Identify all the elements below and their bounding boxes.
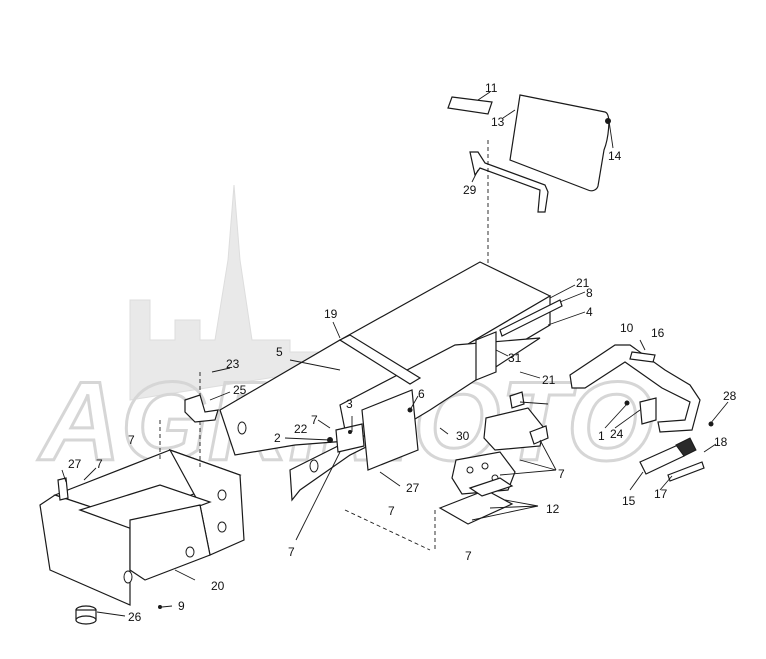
callout-7-d: 7 [558, 467, 565, 481]
callout-18: 18 [714, 435, 728, 449]
callout-28: 28 [723, 389, 737, 403]
mid-components [327, 391, 549, 525]
callout-21-bottom: 21 [542, 373, 556, 387]
callout-7-b: 7 [128, 433, 135, 447]
mount-bracket-24 [639, 397, 657, 425]
callout-4: 4 [586, 305, 593, 319]
rear-plate [509, 94, 610, 192]
callout-9: 9 [178, 599, 185, 613]
bumper-26 [75, 605, 97, 625]
chassis-inner-floor [78, 484, 212, 531]
frame-hole-1 [237, 421, 247, 435]
bulkhead-panel [361, 389, 419, 471]
watermark-skyline [129, 184, 321, 401]
callout-24: 24 [610, 427, 624, 441]
latch-box [509, 391, 525, 409]
callout-22: 22 [294, 422, 308, 436]
callout-27-left: 27 [68, 457, 82, 471]
cross-member-19 [338, 334, 422, 385]
chassis-hole-4 [185, 546, 195, 558]
callout-7-f: 7 [288, 545, 295, 559]
callout-15: 15 [622, 494, 636, 508]
callout-16: 16 [651, 326, 665, 340]
chassis-hole-1 [217, 489, 227, 501]
callout-21-top: 21 [576, 276, 590, 290]
callout-23: 23 [226, 357, 240, 371]
callout-10: 10 [620, 321, 634, 335]
callout-29: 29 [463, 183, 477, 197]
callout-26: 26 [128, 610, 142, 624]
callout-11: 11 [485, 81, 498, 95]
leader-lines [61, 91, 729, 617]
callout-27-right: 27 [406, 481, 420, 495]
housing-hole-1 [466, 466, 474, 474]
rear-bumper-assembly [569, 344, 714, 482]
housing-hole-2 [481, 462, 489, 470]
clip-7a [529, 425, 549, 445]
rail-8 [499, 299, 563, 337]
main-frame [219, 261, 563, 551]
frame-hole-2 [309, 459, 319, 473]
callout-25: 25 [233, 383, 247, 397]
fastener-3 [348, 430, 352, 434]
screw-9 [158, 605, 162, 609]
callout-14: 14 [608, 149, 622, 163]
callout-13: 13 [491, 115, 505, 129]
callout-2: 2 [274, 431, 281, 445]
part-27-bracket [57, 477, 69, 501]
chassis-hole-3 [123, 570, 133, 584]
callout-3: 3 [346, 397, 353, 411]
callout-7-e: 7 [388, 504, 395, 518]
callout-12: 12 [546, 502, 560, 516]
callout-7-a: 7 [311, 413, 318, 427]
rear-plate-assembly [447, 94, 611, 265]
dashed-guide-frame [344, 509, 431, 551]
callout-19: 19 [324, 307, 338, 321]
bracket-3 [335, 423, 365, 453]
callout-20: 20 [211, 579, 225, 593]
chassis-side-channel [129, 504, 211, 581]
step-grip-18 [675, 437, 697, 457]
strip-16 [629, 351, 656, 363]
callout-31: 31 [508, 351, 522, 365]
bolt-1 [624, 400, 630, 406]
callout-8: 8 [586, 286, 593, 300]
callout-30: 30 [456, 429, 470, 443]
bolt-14 [605, 118, 611, 124]
strip-17 [667, 461, 705, 482]
callout-7-c: 7 [96, 457, 103, 471]
housing-upper [483, 407, 545, 451]
chassis-hole-2 [217, 521, 227, 533]
callout-1: 1 [598, 429, 605, 443]
bracket-25 [184, 394, 219, 423]
callout-labels: 11 13 14 29 21 8 4 19 5 31 21 10 16 23 2… [68, 81, 737, 624]
callout-17: 17 [654, 487, 668, 501]
plate-12 [438, 489, 514, 525]
callout-6: 6 [418, 387, 425, 401]
small-plate [447, 96, 493, 115]
callout-5: 5 [276, 345, 283, 359]
callout-7-g: 7 [465, 549, 472, 563]
plate-12b [468, 477, 514, 497]
panel-31 [475, 331, 497, 381]
front-chassis [39, 372, 245, 625]
bolt-28 [708, 421, 714, 427]
